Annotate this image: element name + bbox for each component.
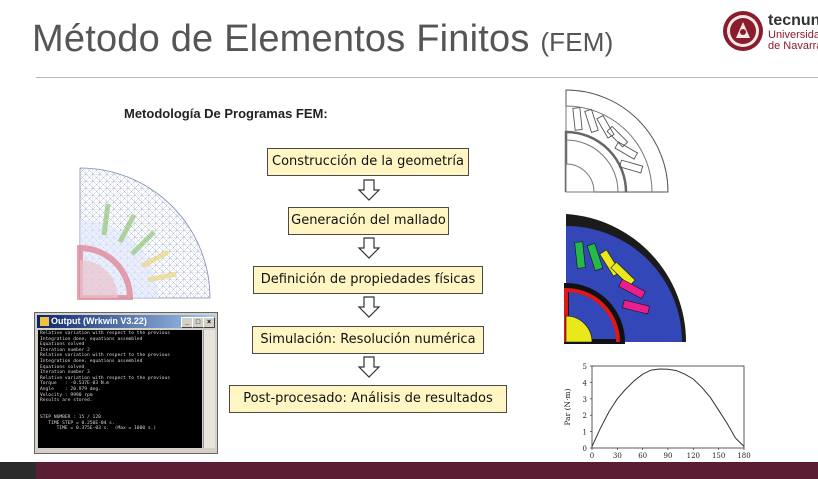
vertical-scrollbar[interactable] [203,330,215,448]
motor-geometry-drawing [564,89,669,193]
footer-bar [0,462,818,479]
console-text: Relative variation with respect to the p… [40,331,170,432]
console-output: Relative variation with respect to the p… [38,330,202,448]
y-tick-label: 5 [583,363,587,371]
x-tick-label: 30 [613,452,622,460]
fem-mesh-image [77,167,211,300]
logo-brand: tecnun [768,12,818,29]
footer-bar-left [0,462,36,479]
down-arrow-icon [357,296,381,318]
down-arrow-icon [357,179,381,201]
y-tick-label: 1 [583,429,587,437]
window-titlebar[interactable]: Output (Wrkwin V3.22) _ □ × [37,315,215,328]
methodology-subtitle: Metodología De Programas FEM: [124,106,328,121]
x-tick-label: 150 [712,452,725,460]
chart-frame [591,365,745,449]
step-simulation: Simulación: Resolución numérica [252,326,484,354]
x-tick-label: 90 [664,452,673,460]
x-tick-label: 0 [590,452,594,460]
output-window: Output (Wrkwin V3.22) _ □ × Relative var… [34,312,218,454]
torque-angle-chart: 0123450306090120150180Ángulo de carga (º… [560,354,756,477]
x-tick-label: 60 [638,452,647,460]
down-arrow-icon [357,356,381,378]
slide-title: Método de Elementos Finitos (FEM) [32,18,614,61]
logo-line-2: de Navarra [768,40,818,52]
slide-title-main: Método de Elementos Finitos [32,18,530,60]
step-mesh: Generación del mallado [288,207,449,235]
x-tick-label: 120 [687,452,700,460]
down-arrow-icon [357,237,381,259]
y-tick-label: 0 [583,445,587,453]
y-tick-label: 4 [583,379,588,387]
motor-properties-drawing [564,214,687,344]
x-tick-label: 180 [737,452,750,460]
y-axis-label: Par (N·m) [563,388,572,425]
close-icon[interactable]: × [203,317,215,328]
step-geometry: Construcción de la geometría [267,148,469,176]
step-properties: Definición de propiedades físicas [253,266,483,294]
slide-title-suffix: (FEM) [540,27,614,57]
app-icon [40,317,49,326]
title-divider [36,77,818,78]
y-tick-label: 2 [583,412,587,420]
window-title: Output (Wrkwin V3.22) [51,316,147,326]
y-tick-label: 3 [583,396,587,404]
torque-series-line [591,368,745,447]
step-postprocess: Post-procesado: Análisis de resultados [229,385,507,413]
university-seal-icon [723,11,763,51]
